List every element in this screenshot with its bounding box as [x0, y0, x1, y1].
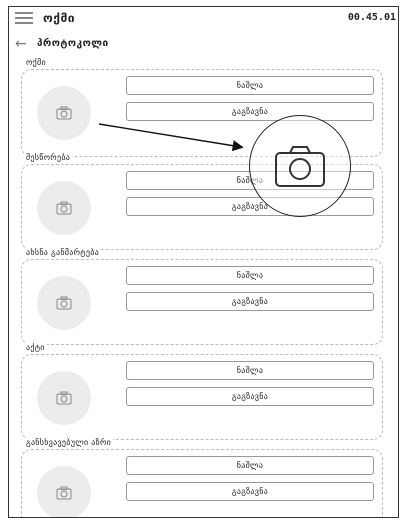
- delete-button[interactable]: ნაშლა: [126, 76, 374, 95]
- magnified-camera-callout: [249, 115, 351, 217]
- section-label: განსხვავებული აზრი: [24, 438, 114, 447]
- section-label: ოქმი: [24, 58, 48, 67]
- photo-placeholder[interactable]: [37, 181, 91, 235]
- camera-icon: [56, 201, 72, 215]
- app-window: ოქმი 00.45.01 ← პროტოკოლი ოქმი ნაშლა გაგ…: [8, 6, 399, 518]
- nav-row: ← პროტოკოლი: [9, 35, 398, 55]
- photo-placeholder[interactable]: [37, 86, 91, 140]
- delete-button[interactable]: ნაშლა: [126, 456, 374, 475]
- send-button[interactable]: გაგზავნა: [126, 387, 374, 406]
- photo-placeholder[interactable]: [37, 466, 91, 517]
- top-bar: ოქმი 00.45.01: [9, 7, 398, 31]
- section-label: შესწორება: [24, 153, 73, 162]
- camera-icon: [56, 296, 72, 310]
- delete-button[interactable]: ნაშლა: [126, 266, 374, 285]
- section-act: აქტი ნაშლა გაგზავნა: [21, 343, 383, 440]
- delete-button[interactable]: ნაშლა: [126, 361, 374, 380]
- photo-placeholder[interactable]: [37, 371, 91, 425]
- section-dissenting-opinion: განსხვავებული აზრი ნაშლა გაგზავნა: [21, 438, 383, 517]
- send-button[interactable]: გაგზავნა: [126, 102, 374, 121]
- section-explanation: ახსნა განმარტება ნაშლა გაგზავნა: [21, 248, 383, 345]
- arrow-left-icon[interactable]: ←: [15, 36, 27, 52]
- send-button[interactable]: გაგზავნა: [126, 482, 374, 501]
- camera-icon: [56, 486, 72, 500]
- camera-icon: [56, 391, 72, 405]
- camera-icon: [275, 146, 325, 187]
- timer-display: 00.45.01: [347, 12, 396, 23]
- camera-icon: [56, 106, 72, 120]
- page-subtitle: პროტოკოლი: [37, 38, 109, 49]
- section-label: ახსნა განმარტება: [24, 248, 102, 257]
- send-button[interactable]: გაგზავნა: [126, 292, 374, 311]
- hamburger-icon[interactable]: [15, 11, 33, 25]
- page-title: ოქმი: [43, 11, 76, 25]
- photo-placeholder[interactable]: [37, 276, 91, 330]
- section-label: აქტი: [24, 343, 47, 352]
